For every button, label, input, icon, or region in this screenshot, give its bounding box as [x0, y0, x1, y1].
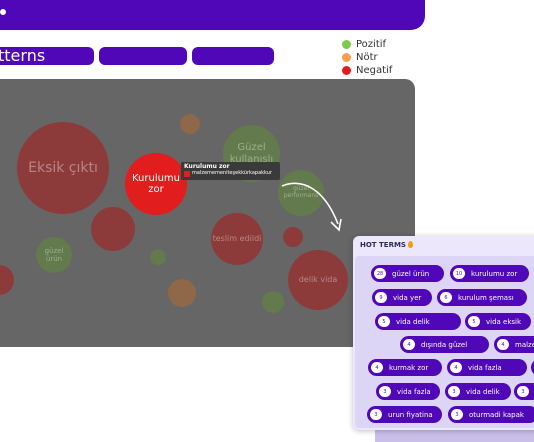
bubble-label: güzel ürün	[44, 246, 64, 263]
menu-icon[interactable]	[0, 9, 6, 15]
legend-label: Negatif	[356, 65, 393, 76]
term-label: vida fazla	[397, 387, 431, 396]
bubble-tooltip: Kurulumu zor malzememeniteşekkürkapakkur	[181, 162, 280, 180]
bubble-delik-vida[interactable]: delik vida	[288, 250, 348, 310]
hot-term-tag[interactable]: 5 vida eksik	[465, 313, 531, 330]
term-label: urun fiyatina	[388, 410, 433, 419]
term-count: 3	[451, 409, 463, 420]
hot-term-tag[interactable]: 3 vida fazla	[376, 383, 440, 400]
hot-term-tag[interactable]: 3 urun fiyatina	[367, 406, 442, 423]
term-label: vida delik	[466, 387, 500, 396]
hot-term-tag[interactable]: 4 dışında güzel	[400, 336, 489, 353]
term-count: 3	[448, 386, 460, 397]
bubble-label: Güzel kullanışlı	[229, 142, 274, 165]
hot-term-tag[interactable]: 28 güzel ürün	[371, 265, 444, 282]
term-count: 28	[374, 268, 386, 279]
legend-item-notr[interactable]: Nötr	[342, 51, 392, 64]
legend-item-negatif[interactable]: Negatif	[342, 64, 392, 77]
bubble-nötr-small[interactable]	[180, 114, 200, 134]
bubble-teslim-edildi[interactable]: teslim edildi	[211, 213, 263, 265]
bubble-guzel-urun[interactable]: güzel ürün	[36, 237, 72, 273]
legend-label: Nötr	[356, 52, 378, 63]
bubble-guzel-performans[interactable]: güzel performans	[278, 170, 324, 216]
bubble-pozitif-small[interactable]	[150, 249, 166, 265]
bubble-label: Kurulumu zor	[131, 172, 181, 196]
term-count: 5	[378, 316, 390, 327]
hot-term-tag[interactable]	[531, 359, 534, 376]
hot-term-tag[interactable]: 4 malzeme	[494, 336, 534, 353]
term-label: malzeme	[515, 340, 534, 349]
term-count: 9	[375, 292, 387, 303]
term-count: 4	[403, 339, 415, 350]
term-count: 4	[450, 362, 462, 373]
bubble-label: Eksik çıktı	[28, 159, 98, 176]
term-count: 5	[468, 316, 480, 327]
tooltip-title: Kurulumu zor	[184, 163, 230, 170]
term-label: kurulum şeması	[458, 293, 514, 302]
term-count: 10	[453, 268, 465, 279]
bubble-label: teslim edildi	[212, 234, 262, 244]
hot-terms-title: HOT TERMS	[360, 241, 413, 249]
bubble-negatif-small[interactable]	[283, 227, 303, 247]
term-label: dışında güzel	[421, 340, 468, 349]
legend-swatch	[342, 40, 351, 49]
legend-item-pozitif[interactable]: Pozitif	[342, 38, 392, 51]
bubble-kurulumu-zor[interactable]: Kurulumu zor	[125, 153, 187, 215]
legend-swatch	[342, 66, 351, 75]
legend-label: Pozitif	[356, 39, 387, 50]
section-title: tterns	[0, 47, 46, 65]
tooltip-swatch	[184, 170, 190, 177]
term-label: vida delik	[396, 317, 430, 326]
term-label: kurulumu zor	[471, 269, 518, 278]
hot-term-tag[interactable]: 3 vida delik	[445, 383, 511, 400]
section-title-pill: tterns	[0, 47, 94, 65]
bubble-pozitif-tiny[interactable]	[262, 291, 284, 313]
legend-swatch	[342, 53, 351, 62]
term-count: 3	[379, 386, 391, 397]
bubble-negatif-medium[interactable]	[91, 207, 135, 251]
hot-term-tag[interactable]: 9 vida yer	[372, 289, 432, 306]
filter-pill[interactable]	[192, 47, 274, 65]
term-label: vida fazla	[468, 363, 502, 372]
hot-term-tag[interactable]: 3 oturmadi kapak	[448, 406, 534, 423]
tooltip-row: malzememeniteşekkürkapakkur	[184, 170, 277, 177]
term-count: 3	[517, 386, 529, 397]
tooltip-text: malzememeniteşekkürkapakkur	[192, 170, 273, 176]
hot-term-tag[interactable]: 4 vida fazla	[447, 359, 527, 376]
term-label: vida yer	[393, 293, 422, 302]
bubble-chart-panel: Eksik çıktı Güzel kullanışlı güzel perfo…	[0, 79, 415, 347]
hot-term-tag[interactable]: 3	[514, 383, 534, 400]
filter-pill[interactable]	[99, 47, 187, 65]
top-navigation-bar	[0, 0, 425, 30]
bubble-negatif-edge[interactable]	[0, 265, 14, 295]
bubble-label: güzel performans	[283, 185, 319, 199]
hot-term-tag[interactable]: 4 kurmak zor	[368, 359, 442, 376]
term-label: kurmak zor	[389, 363, 429, 372]
term-label: güzel ürün	[392, 269, 430, 278]
bubble-label: delik vida	[298, 275, 338, 285]
hot-term-tag[interactable]: 10 kurulumu zor	[450, 265, 529, 282]
fire-icon	[407, 241, 413, 248]
pointer-arrow-icon	[281, 182, 342, 232]
bubble-notr-medium[interactable]	[168, 279, 196, 307]
term-count: 6	[440, 292, 452, 303]
hot-term-tag[interactable]: 5 vida delik	[375, 313, 461, 330]
term-label: oturmadi kapak	[469, 410, 524, 419]
term-count: 4	[497, 339, 509, 350]
term-count: 3	[370, 409, 382, 420]
sentiment-legend: Pozitif Nötr Negatif	[342, 38, 392, 77]
bubble-eksik-cikti[interactable]: Eksik çıktı	[17, 122, 109, 214]
hot-term-tag[interactable]: 6 kurulum şeması	[437, 289, 527, 306]
term-count: 4	[371, 362, 383, 373]
term-label: vida eksik	[486, 317, 522, 326]
